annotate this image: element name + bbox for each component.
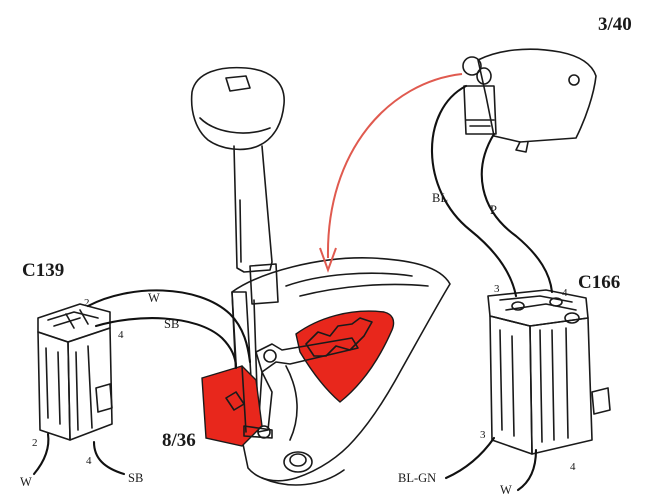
c139-pin-4-top: 4	[118, 329, 124, 341]
connector-c166	[487, 289, 611, 455]
c139-wire-sb-label: SB	[164, 317, 179, 331]
c166-pin-3-top: 3	[494, 283, 500, 295]
c166-wiring	[430, 84, 554, 492]
gear-lever	[190, 66, 285, 305]
c139-wire-sb-bottom-label: SB	[128, 471, 143, 485]
c166-wire-bl-gn-label: BL-GN	[398, 471, 436, 485]
c139-wire-w-label: W	[148, 291, 160, 305]
c139-pin-4-bottom: 4	[86, 455, 92, 467]
c166-wire-p-label: P	[490, 203, 497, 217]
selector-housing	[231, 257, 451, 486]
figure-number: 3/40	[598, 14, 632, 35]
selector-gate-highlight	[295, 310, 395, 403]
c139-pin-2-top: 2	[84, 297, 90, 309]
c166-pin-3-bottom: 3	[480, 429, 486, 441]
component-3-40	[462, 48, 597, 153]
connector-c139	[37, 303, 113, 441]
c139-label: C139	[22, 260, 64, 281]
c139-wire-w-bottom-label: W	[20, 475, 32, 489]
c166-pin-4-bottom: 4	[570, 461, 576, 473]
c166-wire-bl-label: BL	[432, 191, 448, 205]
switch-ref-label: 8/36	[162, 430, 196, 451]
c166-wire-w-label: W	[500, 483, 512, 497]
gear-switch-8-36	[201, 365, 273, 447]
c166-pin-4-top: 4	[562, 287, 568, 299]
c139-pin-2-bottom: 2	[32, 437, 38, 449]
c166-label: C166	[578, 272, 620, 293]
reference-arrow	[319, 73, 463, 273]
c139-wiring	[32, 289, 252, 476]
